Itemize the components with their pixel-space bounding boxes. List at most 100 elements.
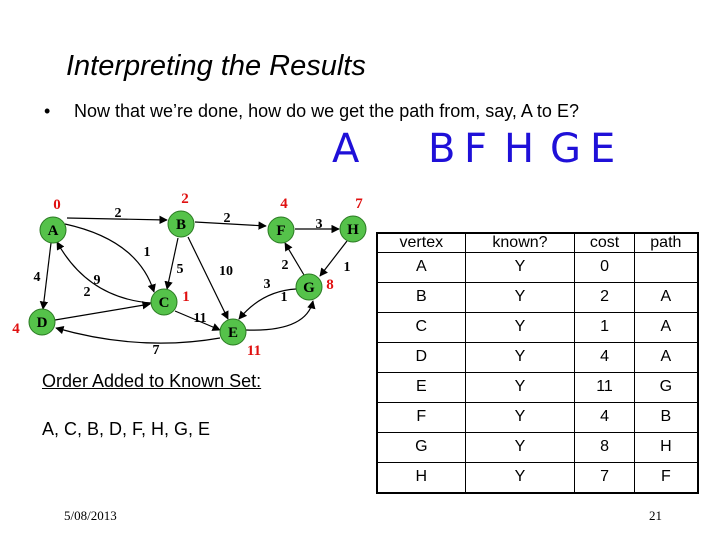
cell-cost: 1 [574, 311, 635, 343]
cell-cost: 2 [574, 281, 635, 313]
node-cost-B: 2 [181, 191, 189, 207]
edge-B-E [187, 236, 229, 320]
node-F [267, 216, 295, 244]
cell-known: Y [464, 252, 576, 283]
cell-known: Y [464, 371, 576, 403]
node-G [295, 273, 323, 301]
handwritten-letter: E [590, 126, 618, 172]
table-header-row: vertex known? cost path [376, 232, 699, 253]
cell-cost: 7 [574, 461, 635, 494]
handwritten-letter: G [550, 126, 583, 172]
edge-B-C [164, 237, 179, 290]
cell-known: Y [464, 341, 576, 373]
handwritten-letter: B [428, 126, 458, 172]
cell-known: Y [464, 281, 576, 313]
cell-cost: 4 [574, 401, 635, 433]
node-E [219, 318, 247, 346]
cell-known: Y [464, 311, 576, 343]
cell-known: Y [464, 431, 576, 463]
edge-A-D [39, 242, 52, 310]
cell-path: A [633, 311, 699, 343]
node-cost-C: 1 [182, 289, 190, 305]
edge-weight-C-A: 9 [94, 273, 101, 288]
node-label-E: E [228, 325, 238, 341]
node-H [339, 215, 367, 243]
edge-E-D [55, 326, 221, 344]
node-B [167, 210, 195, 238]
edge-G-F [284, 242, 305, 276]
edge-weight-D-C: 2 [84, 285, 91, 300]
cell-vertex: H [376, 461, 466, 494]
node-label-F: F [276, 223, 285, 239]
cell-path [633, 252, 699, 283]
column-header-vertex: vertex [376, 232, 466, 253]
edge-A-B [66, 215, 168, 225]
edge-weight-B-E: 10 [219, 264, 233, 279]
cell-cost: 0 [574, 252, 635, 283]
cell-path: A [633, 341, 699, 373]
cell-path: G [633, 371, 699, 403]
cell-vertex: C [376, 311, 466, 343]
graph-edges [39, 215, 348, 344]
node-C [150, 288, 178, 316]
node-cost-F: 4 [280, 196, 288, 212]
node-cost-D: 4 [12, 321, 20, 337]
cell-vertex: E [376, 371, 466, 403]
cell-path: H [633, 431, 699, 463]
cell-path: A [633, 281, 699, 313]
cell-vertex: D [376, 341, 466, 373]
edge-weight-A-D: 4 [34, 270, 41, 285]
handwritten-letter: F [464, 126, 490, 172]
cell-cost: 4 [574, 341, 635, 373]
edge-weight-C-E: 11 [193, 311, 206, 326]
node-A [39, 216, 67, 244]
edge-weight-E-D: 7 [153, 343, 160, 358]
bullet-text: Now that we’re done, how do we get the p… [74, 101, 579, 121]
cell-path: B [633, 401, 699, 433]
node-cost-A: 0 [53, 197, 61, 213]
cell-known: Y [464, 461, 576, 494]
order-list: A, C, B, D, F, H, G, E [42, 419, 211, 439]
cell-known: Y [464, 401, 576, 433]
edge-C-E [174, 310, 221, 331]
node-cost-G: 8 [326, 277, 334, 293]
edge-A-C [64, 223, 156, 293]
column-header-cost: cost [574, 232, 635, 253]
edge-weight-B-F: 2 [224, 211, 231, 226]
node-label-D: D [37, 315, 48, 331]
cell-cost: 11 [574, 371, 635, 403]
node-D [28, 308, 56, 336]
edge-weight-H-G: 1 [344, 260, 351, 275]
node-label-B: B [176, 217, 186, 233]
cell-vertex: B [376, 281, 466, 313]
edge-weight-B-C: 5 [177, 262, 184, 277]
slide-title: Interpreting the Results [66, 50, 366, 82]
column-header-known: known? [464, 232, 576, 253]
edge-E-G [245, 300, 316, 331]
edge-B-F [194, 221, 267, 230]
node-label-G: G [303, 280, 315, 296]
node-label-C: C [159, 295, 170, 311]
cell-vertex: G [376, 431, 466, 463]
cell-vertex: F [376, 401, 466, 433]
edge-weight-G-E: 3 [264, 277, 271, 292]
handwritten-letter: A [332, 126, 362, 172]
node-label-A: A [48, 223, 59, 239]
edge-weight-A-C: 1 [144, 245, 151, 260]
cell-vertex: A [376, 252, 466, 283]
edge-C-A [56, 241, 152, 304]
footer-date: 5/08/2013 [64, 508, 117, 523]
page-number: 21 [649, 508, 662, 523]
order-heading: Order Added to Known Set: [42, 371, 262, 391]
